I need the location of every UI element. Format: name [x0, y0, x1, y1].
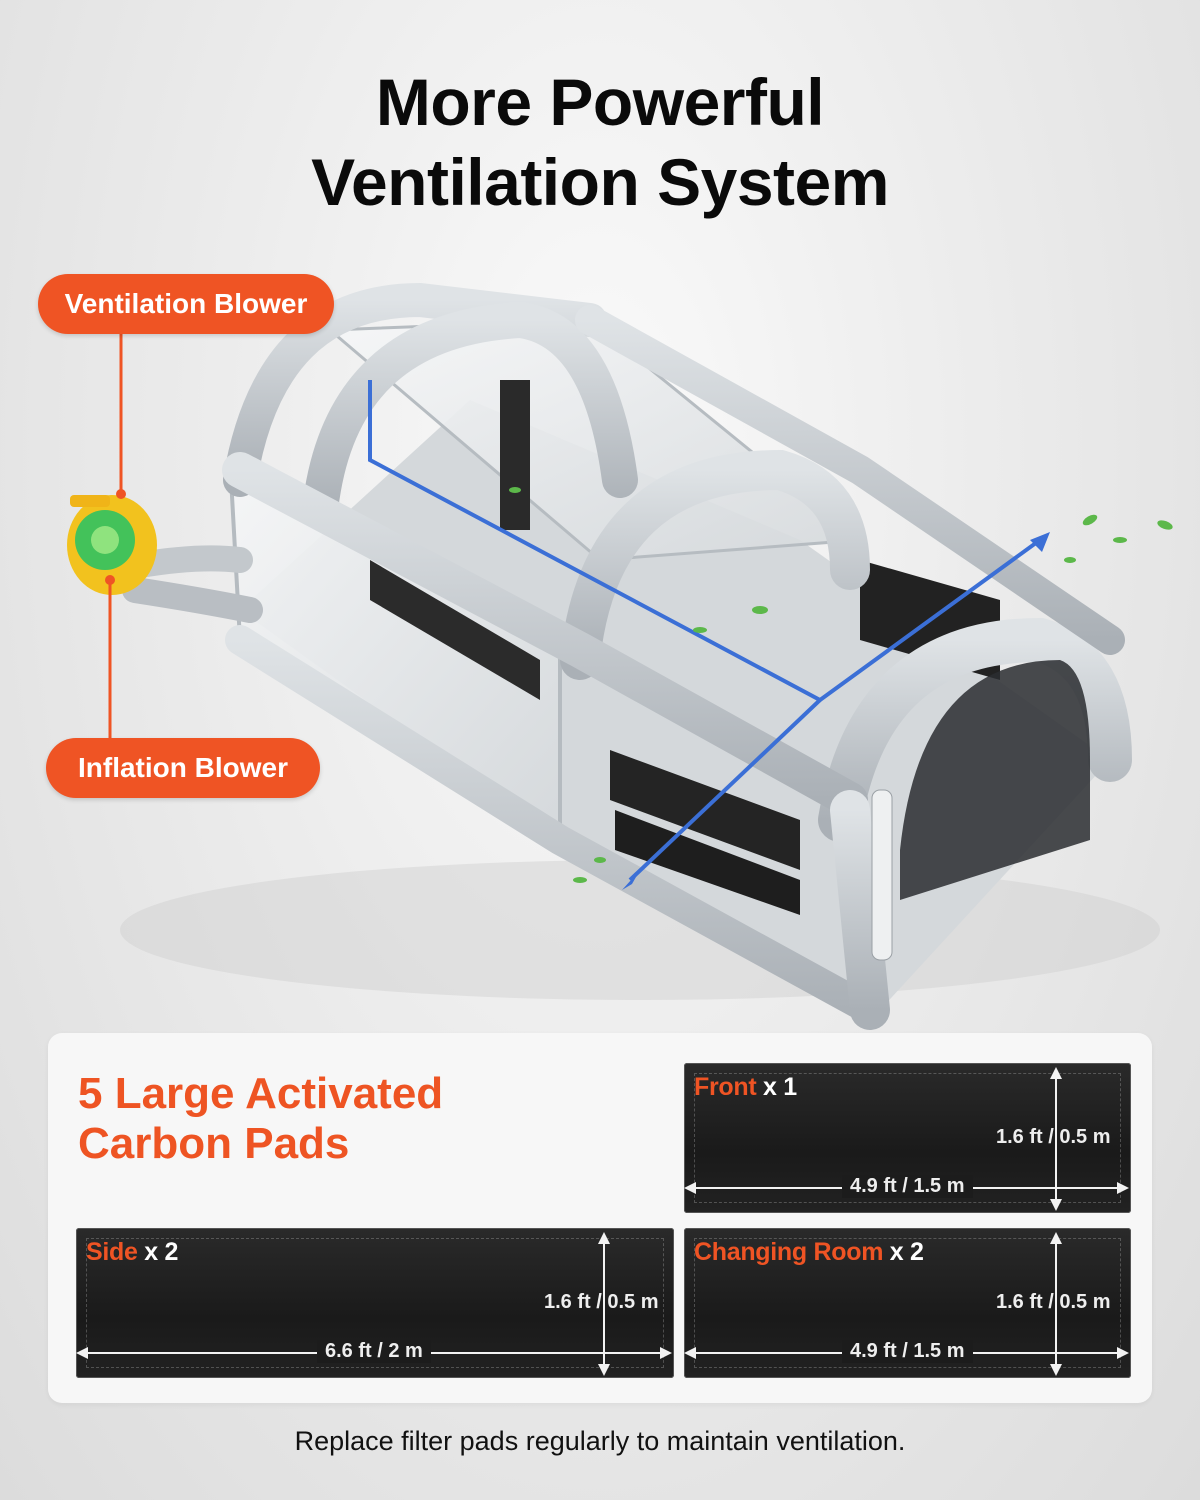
carbon-pads-heading-line-2: Carbon Pads — [78, 1119, 350, 1168]
spray-booth-tent-illustration — [67, 282, 1173, 1030]
changing-room-pad-height-arrow-down — [1050, 1364, 1062, 1376]
title-line-1: More Powerful — [375, 65, 825, 139]
tent-frame — [222, 282, 1132, 1030]
front-door-opening — [900, 660, 1090, 900]
maintenance-caption: Replace filter pads regularly to maintai… — [294, 1426, 906, 1456]
side-pad-name: Side — [86, 1238, 138, 1266]
front-pad-qty: x 1 — [763, 1073, 797, 1101]
changing-room-pad-name: Changing Room — [694, 1238, 884, 1266]
front-pad-width: 4.9 ft / 1.5 m — [842, 1175, 973, 1198]
front-pad-height-arrow-up — [1050, 1067, 1062, 1079]
carbon-pads-heading-line-1: 5 Large Activated — [78, 1069, 444, 1118]
side-vent-bottom — [615, 810, 800, 915]
changing-room-pad-width-arrow-left — [684, 1347, 696, 1359]
ventilation-hose — [122, 577, 263, 623]
side-pad-width: 6.6 ft / 2 m — [317, 1340, 431, 1363]
front-pad-height: 1.6 ft / 0.5 m — [996, 1126, 1111, 1148]
front-pad-width-arrow-left — [684, 1182, 696, 1194]
side-pad-height-arrow-up — [598, 1232, 610, 1244]
inflation-blower-dot — [105, 575, 115, 585]
changing-room-pad-qty: x 2 — [889, 1238, 924, 1266]
side-pad: Side x 2 1.6 ft / 0.5 m 6.6 ft / 2 m — [76, 1228, 674, 1378]
blower-unit — [67, 495, 157, 595]
front-pad-width-arrow-right — [1117, 1182, 1129, 1194]
side-pad-qty: x 2 — [144, 1238, 179, 1266]
side-pad-width-arrow-left — [76, 1347, 88, 1359]
changing-room-pad-height: 1.6 ft / 0.5 m — [996, 1291, 1111, 1313]
front-pad-height-arrow-down — [1050, 1199, 1062, 1211]
front-pad: Front x 1 1.6 ft / 0.5 m 4.9 ft / 1.5 m — [684, 1063, 1131, 1213]
front-pad-label: Front x 1 — [694, 1073, 797, 1102]
title-line-2: Ventilation System — [311, 145, 889, 219]
changing-room-pad: Changing Room x 2 1.6 ft / 0.5 m 4.9 ft … — [684, 1228, 1131, 1378]
ventilation-blower-dot — [116, 489, 126, 499]
changing-room-pad-height-arrow-up — [1050, 1232, 1062, 1244]
ventilation-blower-label: Ventilation Blower — [38, 274, 334, 334]
side-pad-label: Side x 2 — [86, 1238, 178, 1267]
airflow-arrow-head-side — [622, 870, 640, 890]
carbon-pads-heading: 5 Large Activated Carbon Pads — [78, 1069, 638, 1169]
back-vent-window — [500, 380, 530, 530]
airflow-arrow-head-out — [1030, 532, 1050, 552]
inflation-blower-label: Inflation Blower — [46, 738, 320, 798]
front-pad-name: Front — [694, 1073, 757, 1101]
side-pad-height-line — [603, 1240, 605, 1368]
changing-room-pad-label: Changing Room x 2 — [694, 1238, 924, 1267]
side-pad-width-arrow-right — [660, 1347, 672, 1359]
leaf-particles — [509, 487, 1173, 883]
changing-room-pad-width: 4.9 ft / 1.5 m — [842, 1340, 973, 1363]
airflow-arrows — [368, 380, 1042, 882]
side-vent-upper — [370, 560, 540, 700]
door-zipper-roll — [871, 789, 893, 961]
side-pad-height-arrow-down — [598, 1364, 610, 1376]
changing-room-pad-height-line — [1055, 1240, 1057, 1368]
changing-room-pad-width-arrow-right — [1117, 1347, 1129, 1359]
side-pad-height: 1.6 ft / 0.5 m — [544, 1291, 659, 1313]
page-title: More Powerful Ventilation System — [0, 62, 1200, 222]
front-pad-height-line — [1055, 1075, 1057, 1203]
